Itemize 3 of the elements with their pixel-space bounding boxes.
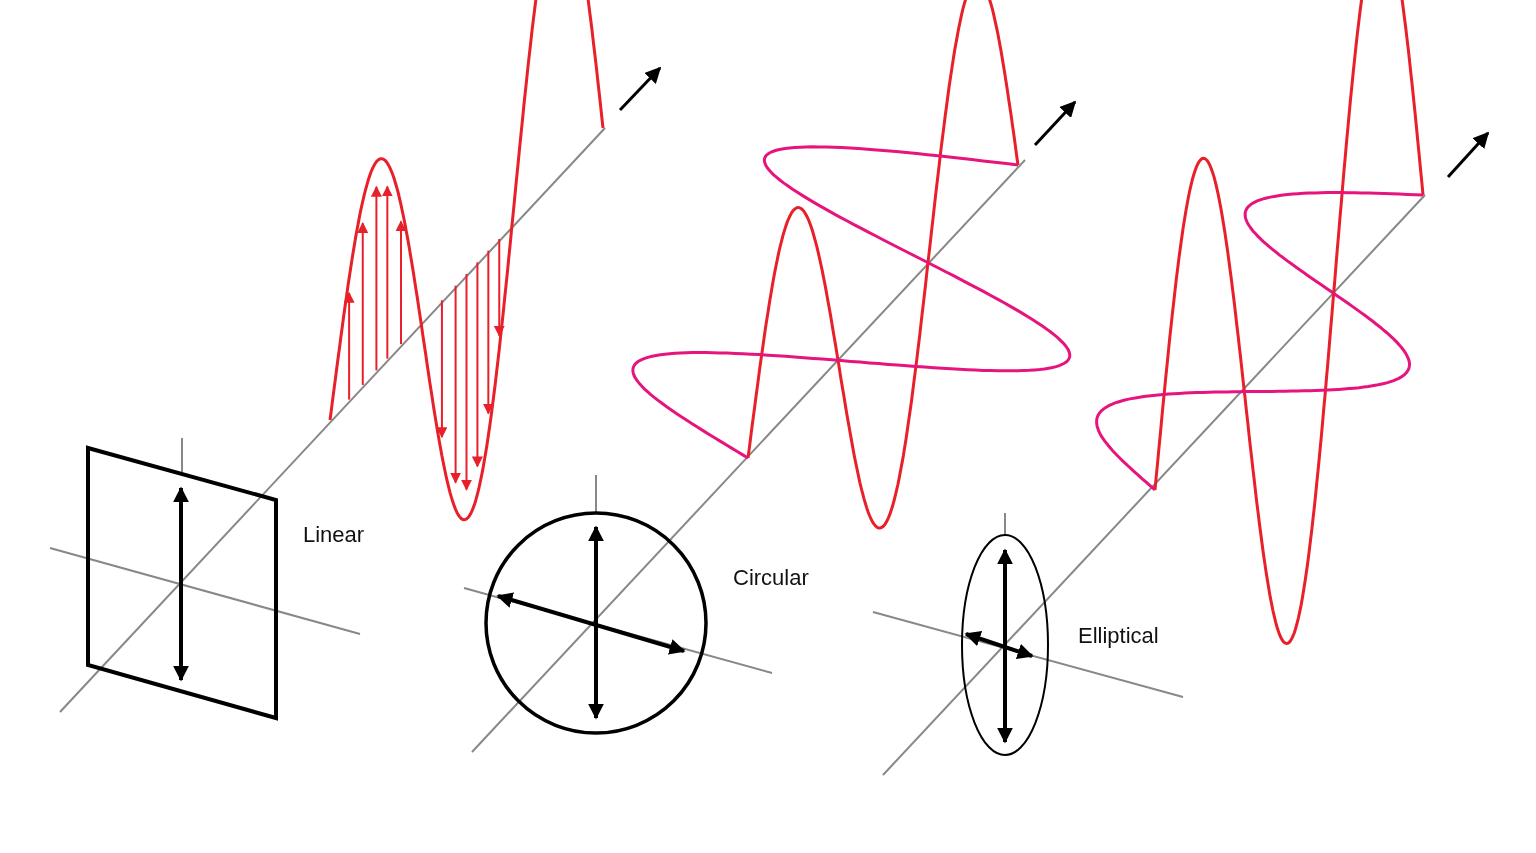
polarization-label: Elliptical xyxy=(1078,625,1159,647)
polarization-label: Circular xyxy=(733,567,809,589)
polarization-label: Linear xyxy=(303,524,365,546)
